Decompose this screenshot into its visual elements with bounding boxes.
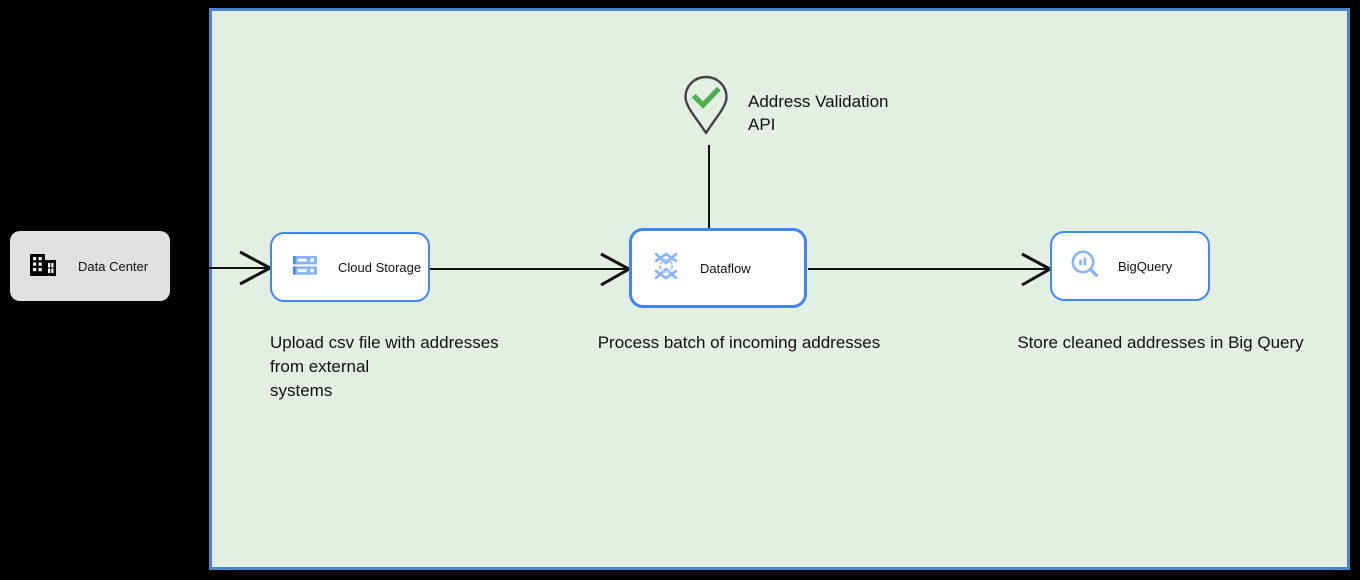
building-icon <box>28 249 58 284</box>
node-bigquery[interactable]: BigQuery <box>1050 231 1210 301</box>
node-label-cloud-storage: Cloud Storage <box>338 259 422 275</box>
map-pin-check-icon <box>682 74 730 141</box>
node-cloud-storage[interactable]: Cloud Storage <box>270 232 430 302</box>
node-label-bigquery: BigQuery <box>1118 258 1173 274</box>
caption-store: Store cleaned addresses in Big Query <box>1017 333 1304 352</box>
address-validation-api-label: Address Validation API <box>748 92 889 134</box>
node-data-center[interactable]: Data Center <box>10 231 170 301</box>
node-dataflow[interactable]: Dataflow <box>629 228 807 308</box>
dataflow-icon <box>650 250 682 287</box>
node-address-validation-api[interactable]: Address Validation API <box>682 74 889 141</box>
node-label-dataflow: Dataflow <box>700 260 751 276</box>
caption-process: Process batch of incoming addresses <box>597 333 881 352</box>
caption-upload: Upload csv file with addresses from exte… <box>270 333 499 400</box>
node-label-data-center: Data Center <box>78 258 149 274</box>
cloud-storage-icon <box>290 250 320 285</box>
bigquery-icon <box>1070 249 1100 284</box>
